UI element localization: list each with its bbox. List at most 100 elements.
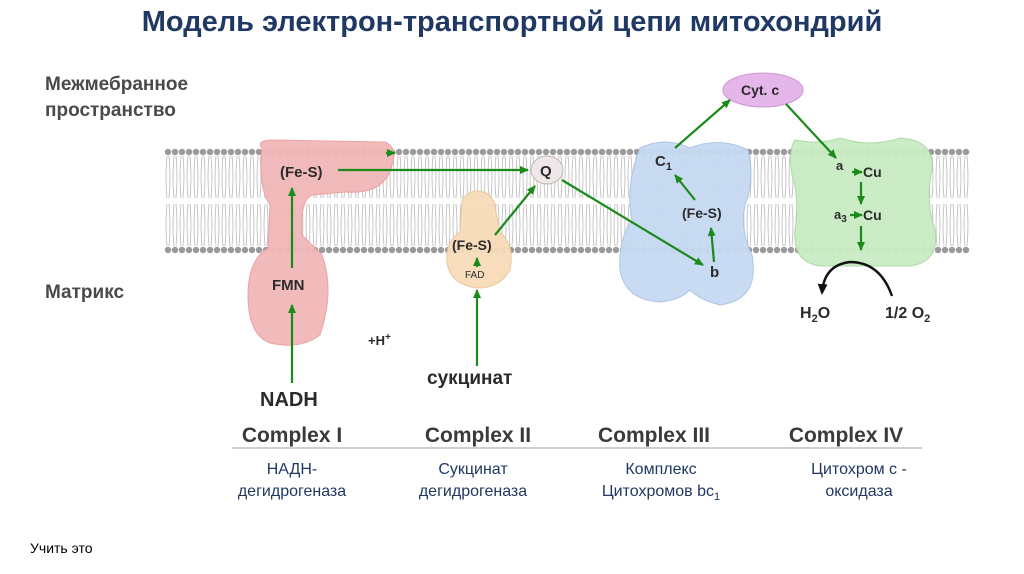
lipid-tail <box>578 203 584 247</box>
lipid-head <box>241 148 249 156</box>
lipid-head <box>402 246 410 254</box>
ubiquinone-shape <box>530 155 564 185</box>
lipid-tail <box>564 155 570 199</box>
lipid-head <box>507 148 515 156</box>
cytc-label: Cyt. c <box>741 82 779 98</box>
lipid-tail <box>172 203 178 247</box>
lipid-head <box>458 148 466 156</box>
lipid-tail <box>592 155 598 199</box>
a3-label-text: a <box>834 207 842 222</box>
lipid-head <box>941 148 949 156</box>
lipid-tail <box>557 203 563 247</box>
complex-names-divider <box>232 447 922 449</box>
lipid-tail <box>228 155 234 199</box>
lipid-tail <box>515 155 521 199</box>
lipid-head <box>535 148 543 156</box>
lipid-tail <box>312 203 318 247</box>
complex-4-ru-line2: оксидаза <box>825 483 893 500</box>
arrow-oxygen-to-water <box>817 260 894 297</box>
lipid-tail <box>760 203 766 247</box>
lipid-tail <box>375 203 381 247</box>
lipid-tail <box>249 203 255 247</box>
lipid-tail <box>515 203 521 247</box>
c1-label-sub: 1 <box>666 161 672 173</box>
lipid-head <box>402 148 410 156</box>
oxygen-label-text: 1/2 O <box>885 305 924 322</box>
lipid-tail <box>200 155 206 199</box>
lipid-tail <box>522 155 528 199</box>
lipid-head <box>500 148 508 156</box>
lipid-tail <box>774 203 780 247</box>
lipid-tail <box>389 203 395 247</box>
lipid-head <box>185 148 193 156</box>
lipid-head <box>353 246 361 254</box>
lipid-head <box>549 246 557 254</box>
proton-label-text: +H <box>368 333 385 348</box>
lipid-tail <box>753 203 759 247</box>
complex-1-ru-line1: НАДН- <box>266 461 318 478</box>
lipid-tail <box>578 155 584 199</box>
lipid-tail <box>214 203 220 247</box>
lipid-tail <box>550 203 556 247</box>
lipid-head <box>164 148 172 156</box>
lipid-tail <box>935 155 941 199</box>
lipid-tail <box>522 203 528 247</box>
lipid-tail <box>571 203 577 247</box>
lipid-tail <box>333 203 339 247</box>
lipid-tail <box>410 155 416 199</box>
succinate-label: сукцинат <box>427 368 512 389</box>
lipid-tail <box>585 203 591 247</box>
lipid-tail <box>564 203 570 247</box>
lipid-head <box>752 246 760 254</box>
complex-3-russian-name: Комплекс Цитохромов bc1 <box>561 459 761 508</box>
lipid-tail <box>606 155 612 199</box>
lipid-tail <box>242 203 248 247</box>
lipid-head <box>759 246 767 254</box>
complex-1-russian-name: НАДН- дегидрогеназа <box>192 459 392 503</box>
lipid-tail <box>543 203 549 247</box>
lipid-head <box>164 246 172 254</box>
lipid-tail <box>424 155 430 199</box>
lipid-tail <box>949 203 955 247</box>
lipid-tail <box>599 203 605 247</box>
lipid-head <box>255 246 263 254</box>
lipid-head <box>766 148 774 156</box>
lipid-tail <box>361 203 367 247</box>
arrow-fes2-to-q <box>494 185 536 236</box>
lipid-tail <box>445 203 451 247</box>
complex-2-ru-line2: дегидрогеназа <box>418 483 528 500</box>
lipid-tail <box>382 203 388 247</box>
lipid-tail <box>340 203 346 247</box>
lipid-tail <box>186 203 192 247</box>
proton-label: +H+ <box>368 332 391 348</box>
lipid-head <box>234 148 242 156</box>
arrow-fes-to-c1 <box>674 174 696 201</box>
complex-3-ru-line2-sub: 1 <box>714 491 721 504</box>
lipid-head <box>577 246 585 254</box>
lipid-tail <box>207 155 213 199</box>
lipid-tail <box>452 155 458 199</box>
lipid-tail <box>592 203 598 247</box>
lipid-head <box>577 148 585 156</box>
cytochrome-c-shape <box>722 72 804 108</box>
lipid-tail <box>396 203 402 247</box>
arrow-c1-to-cytc <box>674 99 731 149</box>
complex-1-name: Complex I <box>241 424 343 447</box>
lipid-head <box>367 246 375 254</box>
page-title: Модель электрон-транспортной цепи митохо… <box>141 6 883 38</box>
lipid-head <box>318 246 326 254</box>
lipid-head <box>423 148 431 156</box>
lipid-head <box>430 148 438 156</box>
lipid-head <box>752 148 760 156</box>
lipid-head <box>171 246 179 254</box>
lipid-head <box>479 148 487 156</box>
lipid-tail <box>242 155 248 199</box>
lipid-head <box>346 246 354 254</box>
lipid-head <box>591 148 599 156</box>
lipid-tail <box>935 203 941 247</box>
lipid-head <box>598 246 606 254</box>
fes-1-label: (Fe-S) <box>280 164 323 181</box>
lipid-tail <box>613 155 619 199</box>
lipid-tail <box>256 203 262 247</box>
lipid-head <box>570 246 578 254</box>
